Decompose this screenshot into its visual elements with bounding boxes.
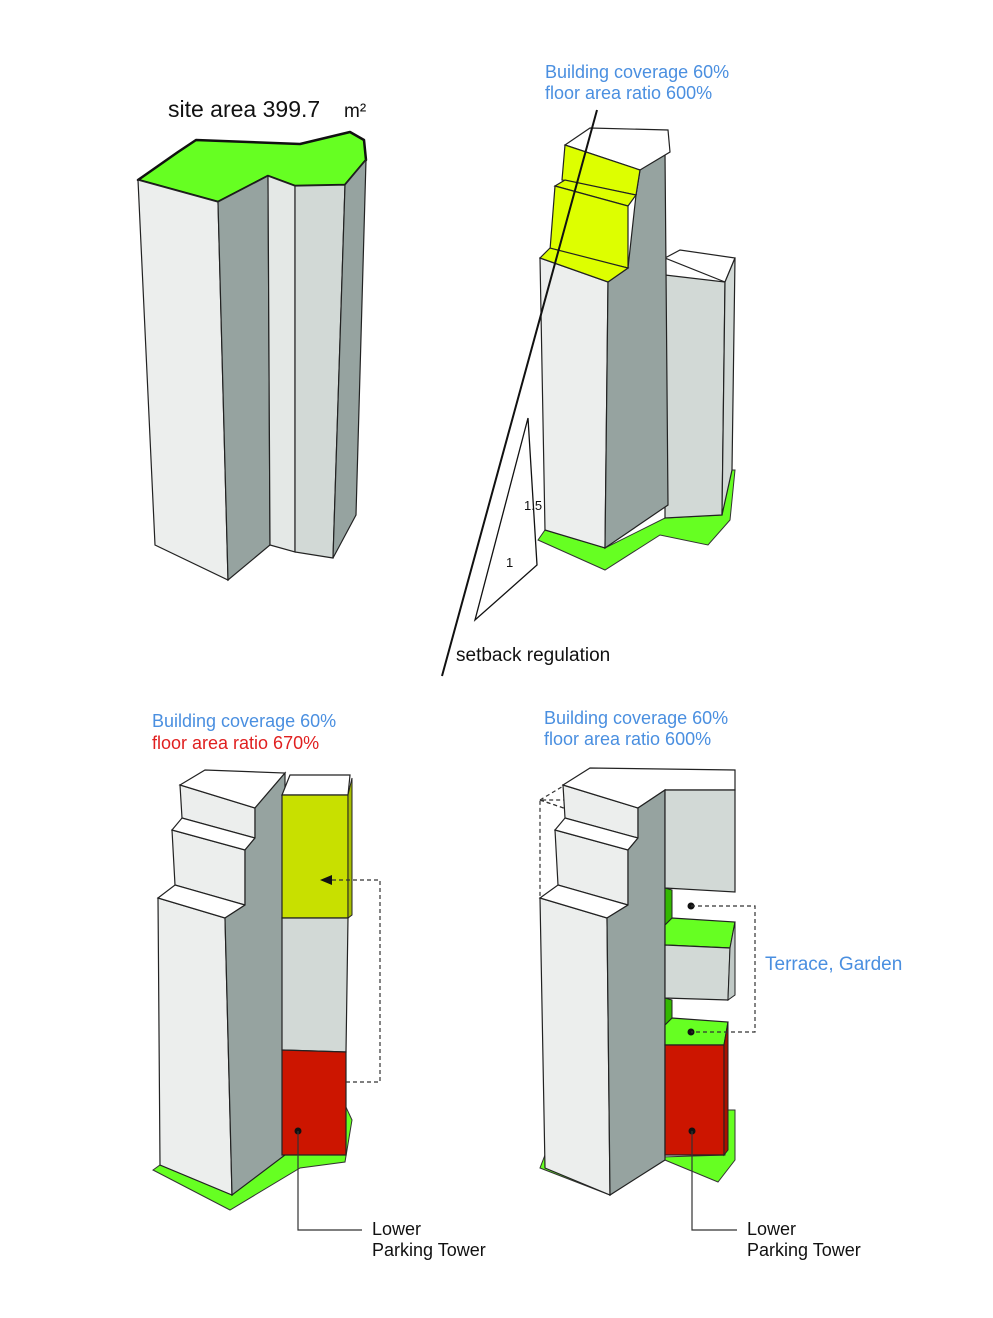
site-area-unit: m² [344, 101, 366, 122]
panel-setback: Building coverage 60% floor area ratio 6… [441, 62, 736, 677]
lower-parking-tower-red [664, 1044, 725, 1156]
moved-volume-top [281, 774, 351, 796]
tower-light-face [539, 257, 609, 549]
parking-label-line1: Lower [747, 1219, 796, 1239]
middle-block-face [664, 944, 731, 1001]
tower-dark-face [224, 771, 286, 1197]
moved-volume-yellow [281, 794, 349, 919]
lower-parking-tower-red-side [723, 1021, 729, 1157]
moved-volume-yellow-side [347, 777, 353, 919]
far-label: floor area ratio 670% [152, 733, 319, 753]
tower-recess-face [267, 175, 296, 553]
tower-dark-face [606, 788, 666, 1197]
tower-front-light-face [137, 179, 229, 581]
far-label: floor area ratio 600% [545, 83, 712, 103]
tower-light-face [157, 897, 233, 1196]
terrace-garden-label: Terrace, Garden [765, 954, 902, 975]
middle-block-side [727, 921, 736, 1001]
tower-far-edge-face [332, 158, 367, 559]
terrace-dashed-bracket [691, 905, 756, 1033]
tower-light-face [539, 897, 611, 1196]
panel-site-area: site area 399.7 m² [136, 96, 368, 582]
coverage-label: Building coverage 60% [152, 711, 336, 731]
panel-far-600-terrace: Building coverage 60% floor area ratio 6… [538, 708, 902, 1260]
setback-ratio-triangle [473, 417, 538, 622]
setback-line [441, 109, 598, 677]
ratio-vertical-label: 1.5 [524, 498, 542, 513]
coverage-label: Building coverage 60% [544, 708, 728, 728]
relocation-arrowhead [320, 875, 332, 885]
top-block-face [664, 789, 736, 893]
parking-leader-line [691, 1131, 737, 1231]
parking-label-line2: Parking Tower [372, 1240, 486, 1260]
parking-label-line1: Lower [372, 1219, 421, 1239]
setback-step-lower-tread [538, 247, 630, 283]
parking-leader-line [297, 1131, 362, 1231]
setback-regulation-label: setback regulation [456, 645, 610, 666]
coverage-label: Building coverage 60% [545, 62, 729, 82]
site-area-label: site area 399.7 [168, 96, 320, 122]
tower-front-dark-face [217, 175, 271, 582]
rear-block-side [721, 257, 736, 516]
terrace-garden-upper [664, 917, 736, 949]
ratio-horizontal-label: 1 [506, 555, 513, 570]
parking-label-line2: Parking Tower [747, 1240, 861, 1260]
far-label: floor area ratio 600% [544, 729, 711, 749]
middle-volume-grey [281, 917, 349, 1053]
rear-block-front [664, 274, 726, 519]
relocation-dashed-arrow [332, 879, 381, 1083]
lower-parking-tower-red [281, 1049, 347, 1156]
panel-far-670: Building coverage 60% floor area ratio 6… [152, 711, 486, 1260]
